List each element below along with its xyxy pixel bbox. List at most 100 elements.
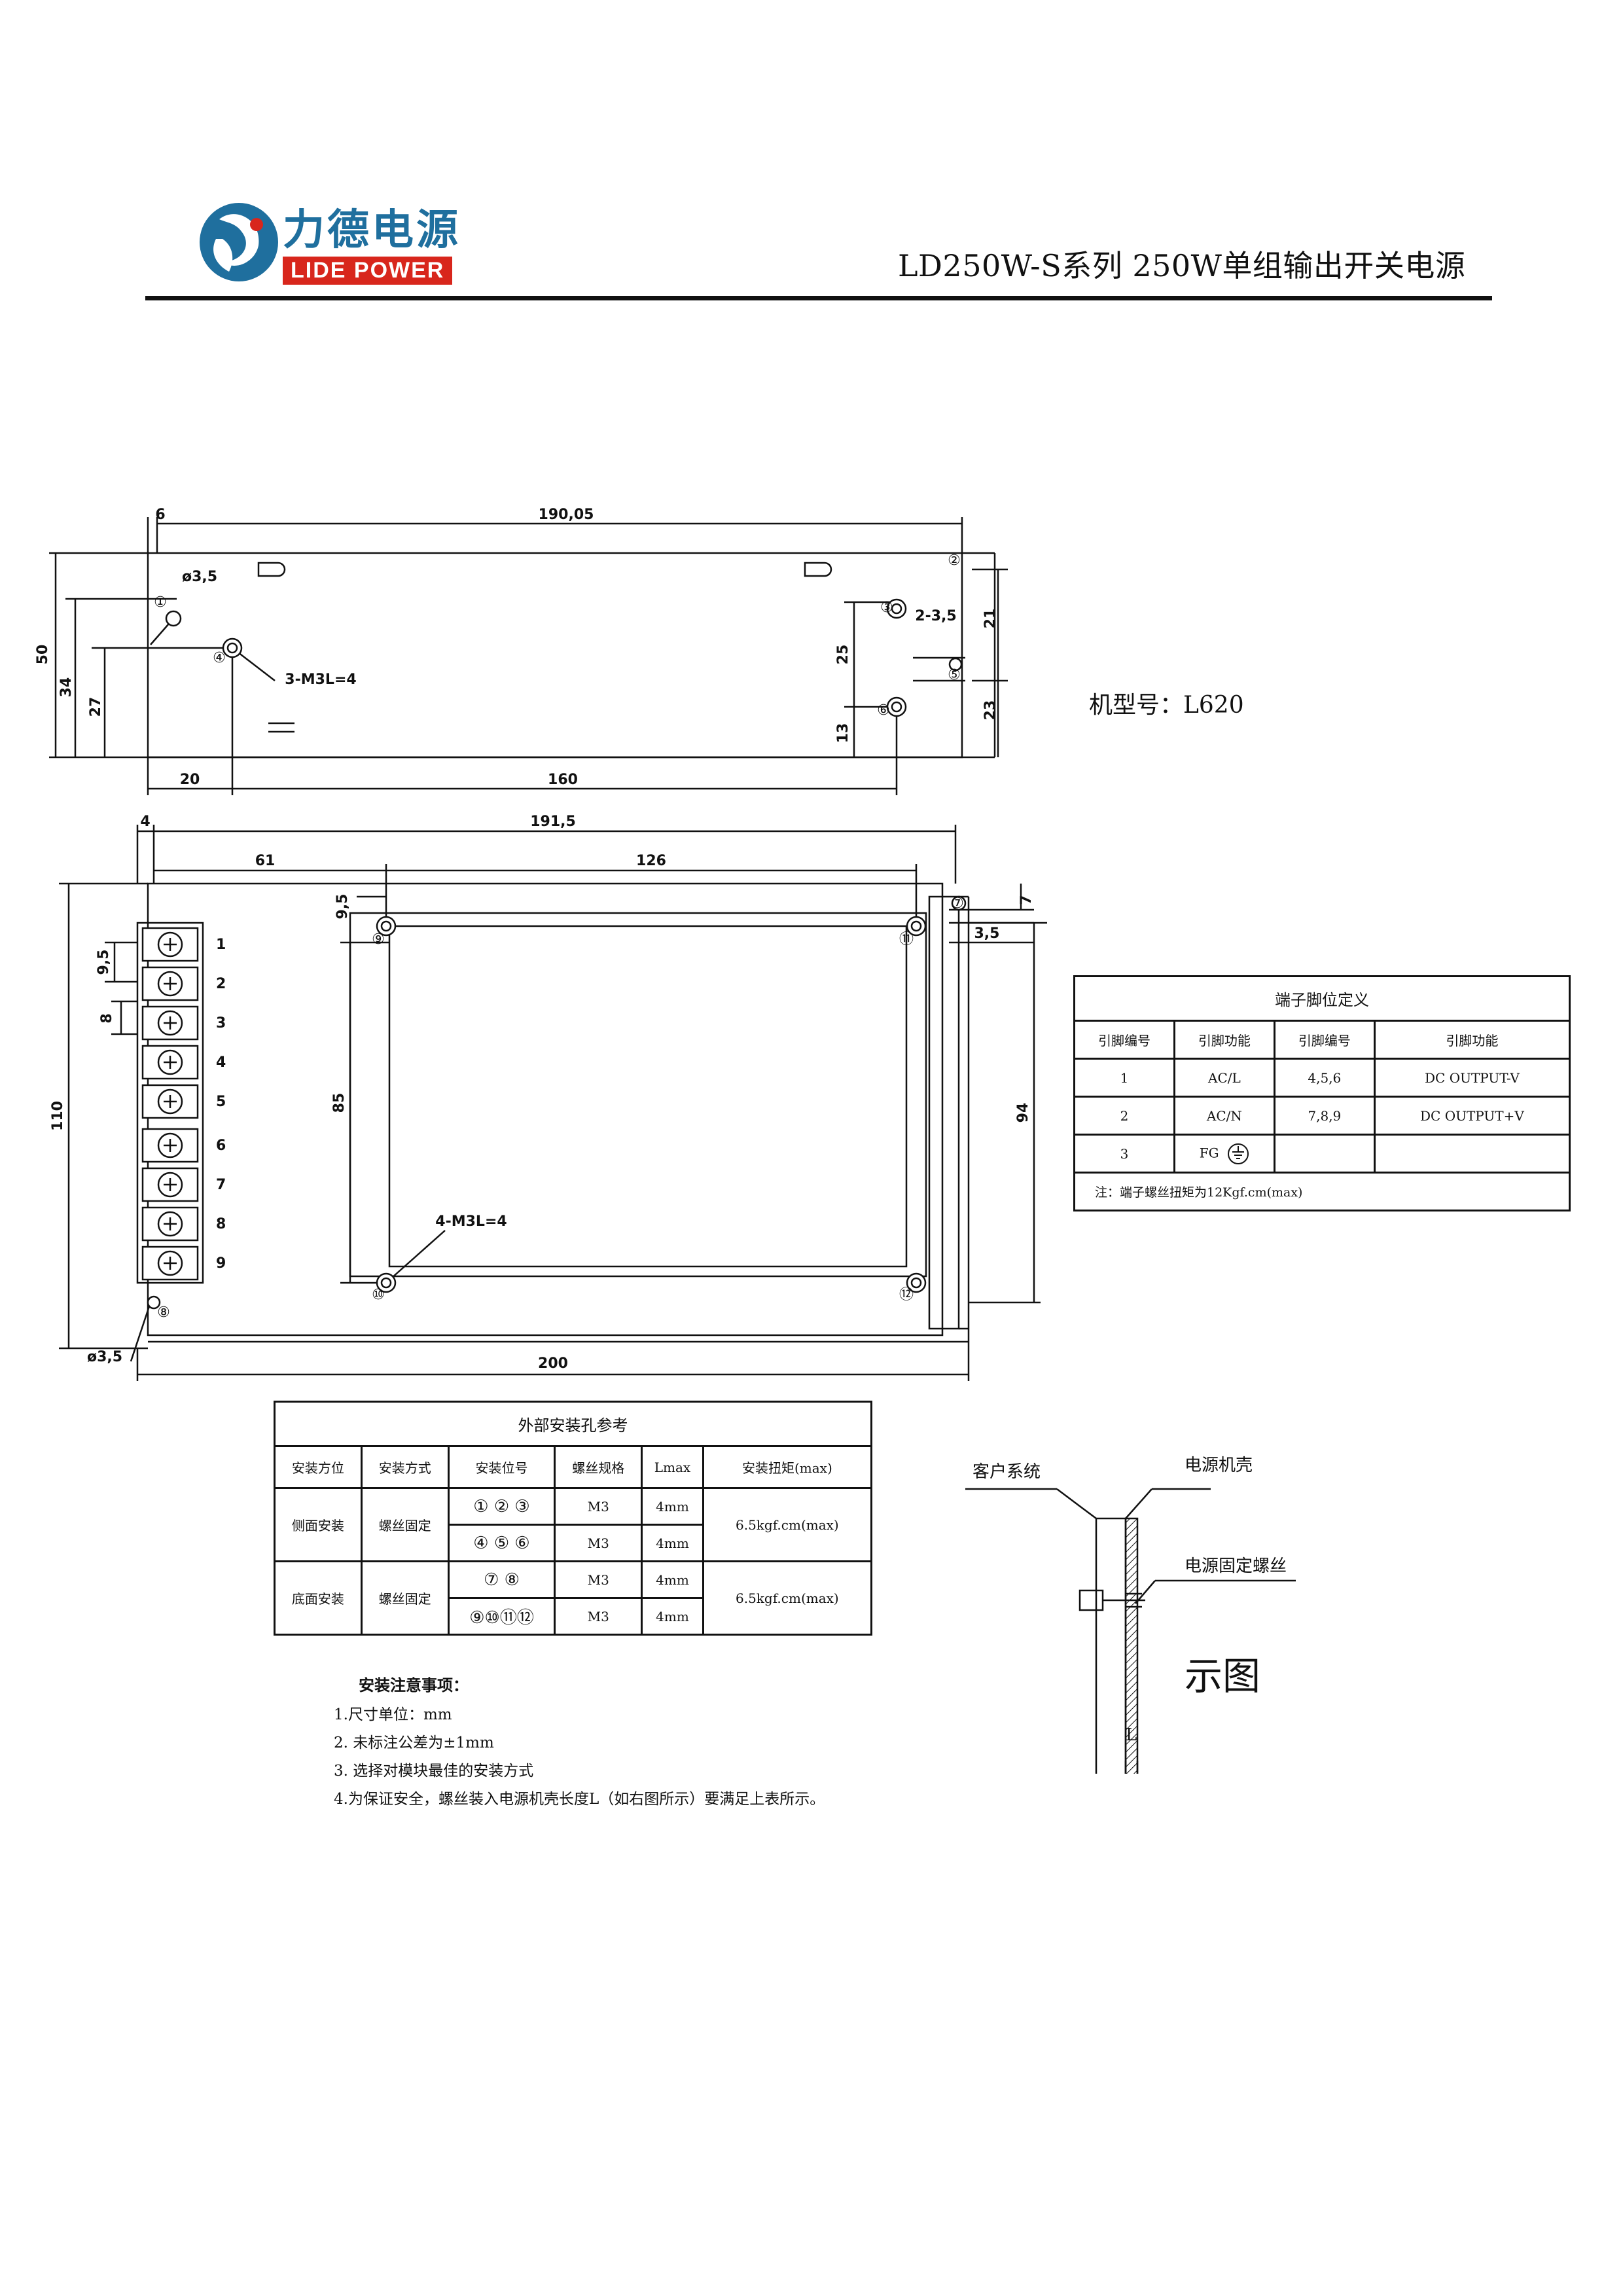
dim-126: 126	[636, 853, 666, 869]
marker-12: ⑫	[899, 1287, 914, 1303]
torque: 6.5kgf.cm(max)	[702, 1487, 873, 1562]
terminal-label-5: 5	[216, 1094, 226, 1110]
label-3-m3l: 3-M3L=4	[285, 672, 356, 688]
terminal-label-3: 3	[216, 1015, 226, 1031]
terminal-5	[141, 1084, 199, 1119]
dim-50: 50	[35, 645, 51, 665]
pin-table-header: 引脚功能	[1173, 1020, 1275, 1060]
terminal-label-4: 4	[216, 1054, 226, 1071]
screw-spec: M3	[554, 1560, 643, 1599]
marker-10: ⑩	[372, 1287, 385, 1303]
table-row: 侧面安装 螺丝固定 ① ② ③ M3 4mm 6.5kgf.cm(max)	[274, 1487, 873, 1562]
pin-function: FG	[1173, 1134, 1275, 1174]
pin-definition-table: 端子脚位定义 引脚编号 引脚功能 引脚编号 引脚功能 1 AC/L 4,5,6 …	[1073, 975, 1571, 1211]
pin-table-title: 端子脚位定义	[1073, 975, 1571, 1022]
dim-191-5: 191,5	[530, 814, 576, 830]
table-row: ⑨⑩⑪⑫ M3 4mm	[275, 1597, 872, 1636]
dim-2-3-5: 2-3,5	[915, 608, 956, 624]
label-bottom-hole-dia: ø3,5	[87, 1349, 122, 1365]
mount-table-header: 安装位号	[447, 1445, 556, 1489]
bottom-view-drawing: 4 191,5 61 126 9,5 9,5 8 110 85 7 3,5 94…	[50, 814, 1047, 1381]
note-item: 4.为保证安全，螺丝装入电源机壳长度L（如右图所示）要满足上表所示。	[334, 1791, 825, 1808]
page-title: LD250W-S系列 250W单组输出开关电源	[898, 248, 1466, 283]
diagram-caption: 示图	[1185, 1654, 1261, 1698]
dim-3-5: 3,5	[974, 925, 1000, 942]
dim-190-05: 190,05	[539, 507, 594, 523]
mount-table-header: 螺丝规格	[554, 1445, 643, 1489]
dim-27: 27	[88, 697, 104, 717]
marker-9: ⑨	[372, 931, 385, 948]
mount-table-header: 安装扭矩(max)	[702, 1445, 873, 1489]
marker-1: ①	[154, 594, 167, 611]
pin-table-header: 引脚编号	[1273, 1020, 1376, 1060]
dim-61: 61	[255, 853, 276, 869]
screw-label: 电源固定螺丝	[1185, 1556, 1287, 1576]
dim-13: 13	[835, 723, 851, 744]
pin-function	[1373, 1134, 1571, 1174]
terminal-label-2: 2	[216, 976, 226, 992]
screw-spec: M3	[554, 1487, 643, 1526]
marker-4: ④	[213, 650, 226, 666]
torque: 6.5kgf.cm(max)	[702, 1560, 873, 1636]
marker-2: ②	[948, 552, 961, 569]
marker-8: ⑧	[157, 1304, 170, 1321]
pin-function: DC OUTPUT-V	[1373, 1058, 1571, 1098]
pin-table-note: 注：端子螺丝扭矩为12Kgf.cm(max)	[1073, 1172, 1571, 1211]
pin-number: 3	[1073, 1134, 1175, 1174]
top-view-drawing: 6 190,05 50 34 27 20 160 25 13 21 23 2-3…	[35, 507, 1008, 795]
note-item: 2. 未标注公差为±1mm	[334, 1734, 494, 1751]
logo-emblem-icon	[200, 203, 278, 281]
pin-table-header: 引脚编号	[1073, 1020, 1175, 1060]
terminal-label-9: 9	[216, 1255, 226, 1272]
mounting-hole-table: 外部安装孔参考 安装方位 安装方式 安装位号 螺丝规格 Lmax 安装扭矩(ma…	[274, 1401, 873, 1636]
mount-table-header: 安装方位	[274, 1445, 363, 1489]
table-row: 3 FG	[1073, 1134, 1571, 1174]
note-item: 1.尺寸单位：mm	[334, 1706, 452, 1723]
dim-85: 85	[331, 1093, 348, 1113]
terminal-label-7: 7	[216, 1177, 226, 1193]
dim-94: 94	[1015, 1103, 1031, 1123]
logo-english-name: LIDE POWER	[283, 257, 453, 285]
marker-7: ⑦	[951, 895, 964, 912]
dim-110: 110	[50, 1101, 66, 1131]
dim-20: 20	[180, 772, 200, 788]
screw-spec: M3	[554, 1597, 643, 1636]
lmax: 4mm	[641, 1524, 704, 1562]
mount-ids: ④ ⑤ ⑥	[447, 1524, 556, 1562]
note-item: 3. 选择对模块最佳的安装方式	[334, 1763, 534, 1780]
dim-9-5-top: 9,5	[334, 894, 351, 920]
model-number: 机型号：L620	[1089, 692, 1244, 719]
ground-icon	[1228, 1143, 1249, 1164]
dim-200: 200	[538, 1355, 568, 1372]
terminal-label-1: 1	[216, 937, 226, 953]
table-row: 1 AC/L 4,5,6 DC OUTPUT-V	[1073, 1058, 1571, 1098]
mount-table-header: Lmax	[641, 1445, 704, 1489]
pin-function: DC OUTPUT+V	[1373, 1096, 1571, 1136]
dim-160: 160	[548, 772, 578, 788]
mount-ids: ⑦ ⑧	[447, 1560, 556, 1599]
lmax: 4mm	[641, 1597, 704, 1636]
marker-6: ⑥	[877, 702, 890, 719]
fg-label: FG	[1199, 1145, 1219, 1160]
table-row: 底面安装 螺丝固定 ⑦ ⑧ M3 4mm 6.5kgf.cm(max)	[274, 1560, 873, 1636]
mount-position: 侧面安装	[274, 1487, 363, 1562]
pin-function: AC/L	[1173, 1058, 1275, 1098]
dim-23: 23	[982, 700, 999, 721]
screw-spec: M3	[554, 1524, 643, 1562]
logo-chinese-name: 力德电源	[283, 206, 461, 255]
case-label: 电源机壳	[1185, 1456, 1253, 1475]
mount-table-header: 安装方式	[360, 1445, 450, 1489]
dim-25: 25	[835, 645, 851, 665]
dim-34: 34	[58, 677, 75, 698]
marker-11: ⑪	[899, 931, 914, 948]
pin-number: 7,8,9	[1273, 1096, 1376, 1136]
marker-5: ⑤	[948, 667, 961, 683]
mount-ids: ⑨⑩⑪⑫	[447, 1597, 556, 1636]
dim-8: 8	[99, 1013, 115, 1023]
table-row: 2 AC/N 7,8,9 DC OUTPUT+V	[1073, 1096, 1571, 1136]
side-section-drawing	[965, 1488, 1296, 1774]
dim-4: 4	[140, 814, 150, 830]
pin-number	[1273, 1134, 1376, 1174]
table-row: ④ ⑤ ⑥ M3 4mm	[275, 1524, 872, 1562]
header-rule	[145, 296, 1492, 300]
